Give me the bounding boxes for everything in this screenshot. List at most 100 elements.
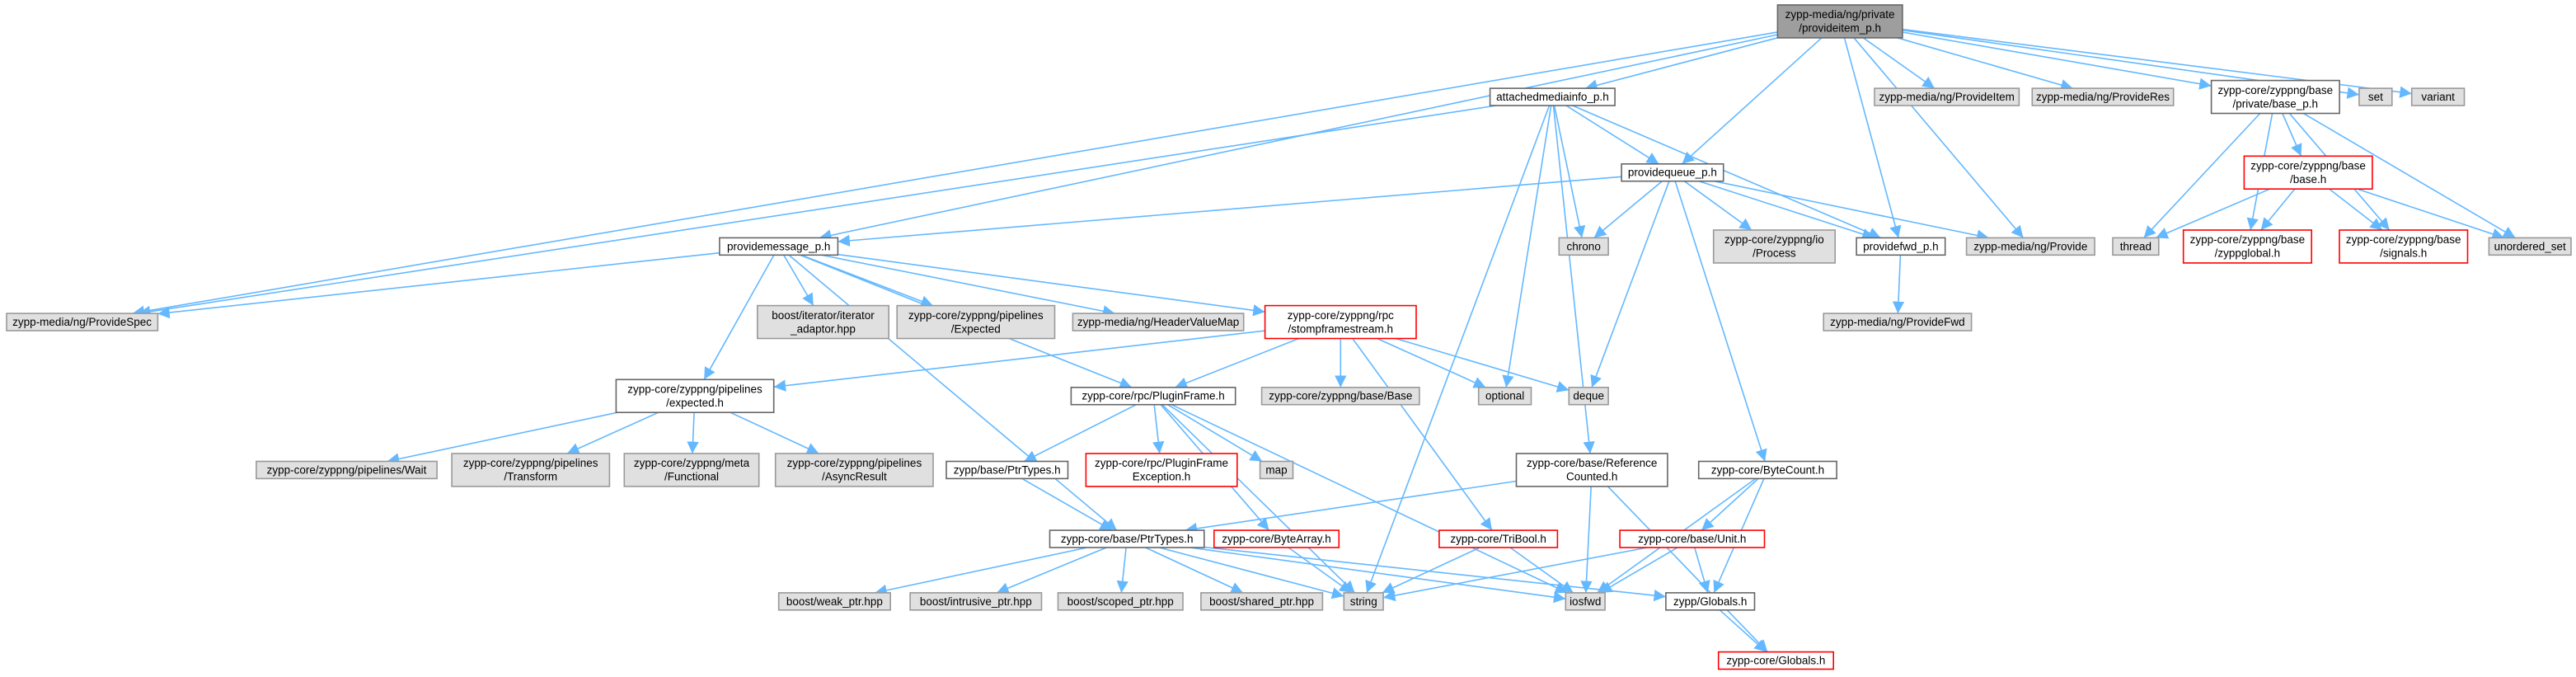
node-deque[interactable]: deque: [1568, 386, 1609, 406]
node-set[interactable]: set: [2358, 87, 2393, 106]
node-label: zypp-core/rpc/PluginFrame: [1095, 457, 1228, 469]
node-optional[interactable]: optional: [1477, 386, 1532, 406]
node-label: zypp-core/zyppng/base: [2250, 160, 2366, 172]
edge-root-to-base-p: [1902, 31, 2212, 90]
node-intrusive-ptr[interactable]: boost/intrusive_ptr.hpp: [909, 592, 1043, 611]
edge-layer: [132, 28, 2516, 653]
edge-attachedmediainfo-to-providefwd: [1572, 105, 1881, 239]
node-label: zypp-media/ng/ProvideRes: [2036, 91, 2170, 103]
node-label: /Expected: [951, 322, 1001, 335]
edge-providefwd-to-ng-providefwd: [1892, 255, 1905, 314]
node-iosfwd[interactable]: iosfwd: [1565, 592, 1606, 611]
edge-core-ptrtypes-to-string: [1159, 547, 1344, 599]
edge-referencecounted-to-core-globals: [1607, 486, 1768, 653]
node-zyppng-base-base[interactable]: zypp-core/zyppng/base/Base: [1260, 386, 1420, 406]
node-scoped-ptr[interactable]: boost/scoped_ptr.hpp: [1057, 592, 1184, 611]
node-label: unordered_set: [2494, 240, 2566, 252]
node-unit[interactable]: zypp-core/base/Unit.h: [1619, 529, 1766, 548]
node-box: [777, 592, 892, 611]
node-box: [1343, 592, 1384, 611]
edge-base-h-to-unordered-set: [2357, 188, 2505, 240]
edge-providemessage-to-pipelines-expected-cap: [800, 254, 934, 308]
node-map[interactable]: map: [1259, 460, 1294, 480]
node-core-globals[interactable]: zypp-core/Globals.h: [1717, 651, 1834, 670]
node-base-p[interactable]: zypp-core/zyppng/base/private/base_p.h: [2210, 79, 2340, 115]
edge-stompframestream-to-optional: [1377, 337, 1486, 388]
node-tribool[interactable]: zypp-core/TriBool.h: [1438, 529, 1559, 548]
node-providequeue[interactable]: providequeue_p.h: [1621, 163, 1724, 182]
node-label: zypp/base/PtrTypes.h: [954, 463, 1061, 476]
node-box: [1697, 460, 1837, 480]
node-zyppglobal[interactable]: zypp-core/zyppng/base/zyppglobal.h: [2182, 229, 2312, 264]
node-ng-provideitem[interactable]: zypp-media/ng/ProvideItem: [1874, 87, 2020, 106]
node-chrono[interactable]: chrono: [1558, 237, 1609, 256]
node-unordered-set[interactable]: unordered_set: [2488, 237, 2572, 256]
node-ng-providefwd[interactable]: zypp-media/ng/ProvideFwd: [1823, 313, 1973, 331]
node-variant[interactable]: variant: [2410, 87, 2466, 106]
node-label: zypp-core/TriBool.h: [1450, 533, 1546, 545]
node-label: zypp-media/ng/ProvideSpec: [12, 316, 152, 328]
node-signals[interactable]: zypp-core/zyppng/base/signals.h: [2339, 229, 2469, 264]
edge-providemessage-to-core-ptrtypes: [788, 254, 1118, 531]
node-pipelines-asyncresult[interactable]: zypp-core/zyppng/pipelines/AsyncResult: [774, 453, 934, 487]
node-pipelines-transform[interactable]: zypp-core/zyppng/pipelines/Transform: [451, 453, 611, 487]
edge-expected-h-to-pipelines-asyncresult: [730, 411, 819, 454]
node-root[interactable]: zypp-media/ng/private/provideitem_p.h: [1776, 4, 1903, 39]
node-ng-providespec[interactable]: zypp-media/ng/ProvideSpec: [6, 313, 159, 331]
node-meta-functional[interactable]: zypp-core/zyppng/meta/Functional: [623, 453, 760, 487]
node-label: zypp-core/zyppng/base: [2346, 233, 2461, 246]
node-thread[interactable]: thread: [2112, 237, 2160, 256]
edge-unit-to-zypp-globals: [1694, 547, 1710, 594]
node-zypp-ptrtypes[interactable]: zypp/base/PtrTypes.h: [945, 460, 1069, 480]
node-label: zypp-core/zyppng/pipelines: [908, 309, 1044, 322]
node-bytecount[interactable]: zypp-core/ByteCount.h: [1697, 460, 1837, 480]
node-box: [2358, 87, 2393, 106]
edge-pluginframe-to-string: [1161, 404, 1356, 594]
node-box: [1776, 4, 1903, 39]
node-pipelines-wait[interactable]: zypp-core/zyppng/pipelines/Wait: [256, 460, 438, 480]
node-iterator-adaptor[interactable]: boost/iterator/iterator_adaptor.hpp: [756, 304, 889, 340]
edge-referencecounted-to-core-ptrtypes: [1185, 480, 1517, 535]
node-ng-provideres[interactable]: zypp-media/ng/ProvideRes: [2031, 87, 2175, 106]
edge-referencecounted-to-iosfwd: [1580, 486, 1593, 593]
node-string[interactable]: string: [1343, 592, 1384, 611]
edge-providequeue-to-ng-provide: [1714, 180, 1989, 242]
node-label: zypp-core/ByteArray.h: [1222, 533, 1331, 545]
node-pluginframe[interactable]: zypp-core/rpc/PluginFrame.h: [1070, 386, 1236, 406]
edge-core-ptrtypes-to-shared-ptr: [1145, 547, 1244, 594]
node-box: [1489, 87, 1616, 106]
node-bytearray[interactable]: zypp-core/ByteArray.h: [1213, 529, 1340, 548]
node-providemessage[interactable]: providemessage_p.h: [719, 237, 839, 256]
node-base-h[interactable]: zypp-core/zyppng/base/base.h: [2243, 155, 2373, 190]
edge-attachedmediainfo-to-string: [1365, 105, 1551, 594]
node-ng-provide[interactable]: zypp-media/ng/Provide: [1965, 237, 2095, 256]
edge-attachedmediainfo-to-chrono: [1553, 105, 1586, 238]
node-providefwd[interactable]: providefwd_p.h: [1856, 237, 1946, 256]
edge-providemessage-to-iterator-adaptor: [783, 254, 814, 307]
node-box: [945, 460, 1069, 480]
node-label: string: [1350, 595, 1377, 608]
edge-expected-h-to-pipelines-wait: [387, 411, 618, 465]
node-core-ptrtypes[interactable]: zypp-core/base/PtrTypes.h: [1049, 529, 1205, 548]
node-headervaluemap[interactable]: zypp-media/ng/HeaderValueMap: [1072, 313, 1245, 331]
node-box: [2031, 87, 2175, 106]
node-zypp-globals[interactable]: zypp/Globals.h: [1665, 592, 1756, 611]
edge-providequeue-to-chrono: [1593, 181, 1663, 239]
node-pipelines-expected-cap[interactable]: zypp-core/zyppng/pipelines/Expected: [896, 304, 1056, 340]
node-label: providequeue_p.h: [1628, 167, 1717, 179]
node-label: zypp-media/ng/ProvideFwd: [1830, 316, 1965, 328]
node-shared-ptr[interactable]: boost/shared_ptr.hpp: [1200, 592, 1324, 611]
node-stompframestream[interactable]: zypp-core/zyppng/rpc/stompframestream.h: [1264, 304, 1417, 340]
node-attachedmediainfo[interactable]: attachedmediainfo_p.h: [1489, 87, 1616, 106]
node-box: [1874, 87, 2020, 106]
edge-core-ptrtypes-to-iosfwd: [1189, 547, 1566, 604]
node-weak-ptr[interactable]: boost/weak_ptr.hpp: [777, 592, 892, 611]
node-io-process[interactable]: zypp-core/zyppng/io/Process: [1712, 229, 1836, 264]
node-expected-h[interactable]: zypp-core/zyppng/pipelines/expected.h: [615, 378, 775, 413]
node-label: zypp-core/Globals.h: [1726, 655, 1825, 667]
node-label: boost/shared_ptr.hpp: [1209, 595, 1314, 608]
edge-root-to-ng-provide: [1853, 37, 2025, 238]
node-box: [623, 453, 760, 487]
